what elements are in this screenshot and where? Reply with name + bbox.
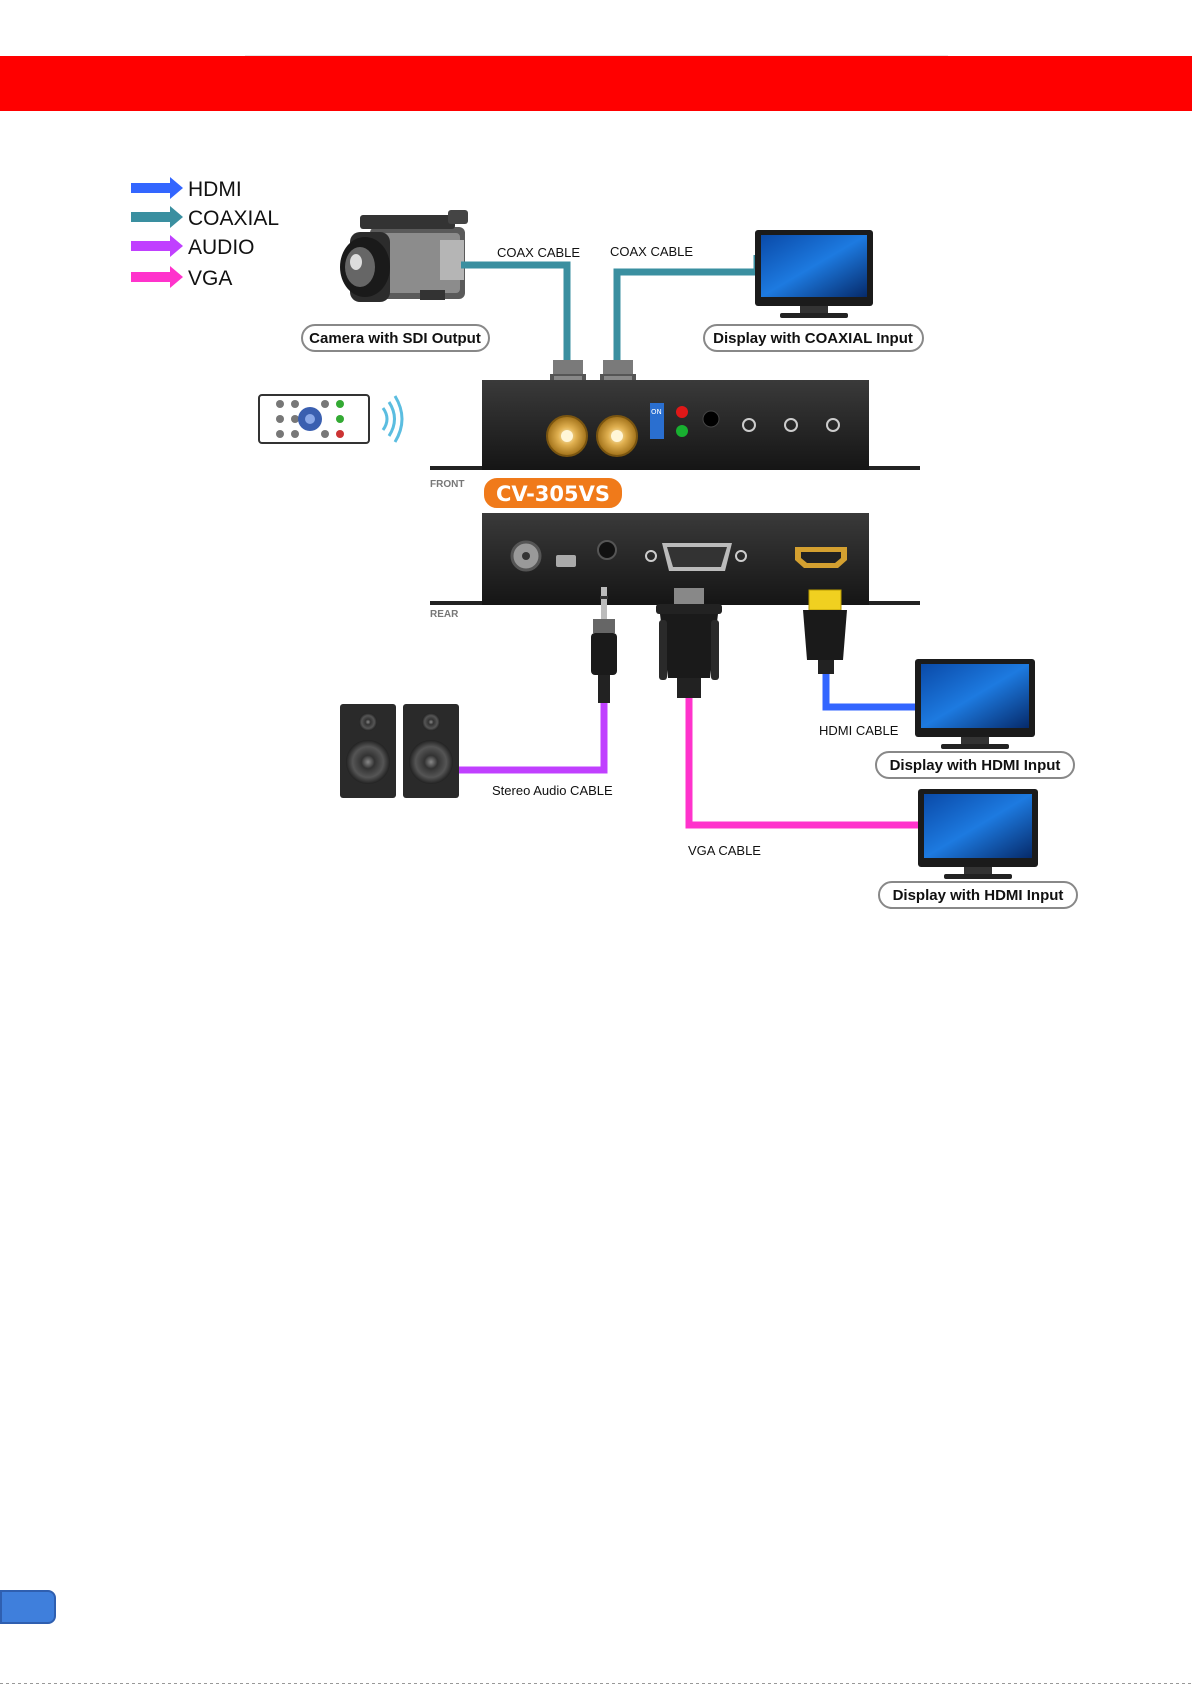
coaxial-arrow-icon bbox=[131, 206, 183, 228]
audio-cable bbox=[452, 700, 604, 770]
vga-arrow-icon bbox=[131, 266, 183, 288]
remote-control-icon bbox=[259, 395, 369, 443]
camera-label-text: Camera with SDI Output bbox=[309, 330, 481, 347]
legend-item-audio: AUDIO bbox=[131, 235, 255, 259]
display-coax-label-text: Display with COAXIAL Input bbox=[713, 330, 913, 347]
legend-label: COAXIAL bbox=[188, 207, 279, 230]
legend-label: AUDIO bbox=[188, 236, 255, 259]
legend-label: HDMI bbox=[188, 178, 242, 201]
speakers-icon bbox=[340, 704, 459, 798]
monitor-icon-vga bbox=[918, 789, 1038, 879]
rear-label: REAR bbox=[430, 609, 459, 620]
led-red-icon bbox=[676, 406, 688, 418]
display-vga-label: Display with HDMI Input bbox=[879, 882, 1077, 908]
legend-item-coaxial: COAXIAL bbox=[131, 206, 279, 230]
display-coax-label: Display with COAXIAL Input bbox=[704, 325, 923, 351]
legend-item-vga: VGA bbox=[131, 266, 232, 290]
page-number-tab bbox=[0, 1590, 56, 1624]
model-badge: CV-305VS bbox=[483, 477, 623, 509]
camera-icon bbox=[340, 210, 468, 302]
hdmi-connection: HDMI CABLE bbox=[803, 590, 920, 738]
display-vga-label-text: Display with HDMI Input bbox=[893, 887, 1064, 904]
vga-plug-icon bbox=[656, 588, 722, 698]
legend-label: VGA bbox=[188, 267, 232, 290]
hdmi-cable bbox=[826, 670, 920, 707]
ir-sensor-icon bbox=[703, 411, 719, 427]
display-hdmi-label: Display with HDMI Input bbox=[876, 752, 1074, 778]
dip-switch-label: ON bbox=[651, 408, 662, 416]
model-name: CV-305VS bbox=[496, 482, 610, 506]
hdmi-arrow-icon bbox=[131, 177, 183, 199]
front-label: FRONT bbox=[430, 479, 464, 490]
front-panel: ON FRONT bbox=[430, 380, 920, 490]
hdmi-cable-label: HDMI CABLE bbox=[819, 723, 899, 738]
vga-cable-label: VGA CABLE bbox=[688, 843, 761, 858]
usb-port-icon bbox=[556, 555, 576, 567]
audio-cable-label: Stereo Audio CABLE bbox=[492, 783, 613, 798]
camera-label: Camera with SDI Output bbox=[302, 325, 489, 351]
footer-rule bbox=[0, 1683, 1192, 1684]
coax-out-label: COAX CABLE bbox=[610, 244, 693, 259]
legend-item-hdmi: HDMI bbox=[131, 177, 242, 201]
monitor-icon-coax bbox=[755, 230, 873, 318]
audio-arrow-icon bbox=[131, 235, 183, 257]
monitor-icon-hdmi bbox=[915, 659, 1035, 749]
hdmi-plug-icon bbox=[803, 590, 847, 674]
coax-cables: COAX CABLE COAX CABLE bbox=[461, 244, 757, 396]
audio-jack-icon bbox=[598, 541, 616, 559]
ir-signal-icon bbox=[383, 396, 402, 442]
coax-in-label: COAX CABLE bbox=[497, 245, 580, 260]
led-green-icon bbox=[676, 425, 688, 437]
legend: HDMI COAXIAL AUDIO VGA bbox=[131, 177, 279, 290]
display-hdmi-label-text: Display with HDMI Input bbox=[890, 757, 1061, 774]
audio-connection: Stereo Audio CABLE bbox=[452, 587, 617, 798]
